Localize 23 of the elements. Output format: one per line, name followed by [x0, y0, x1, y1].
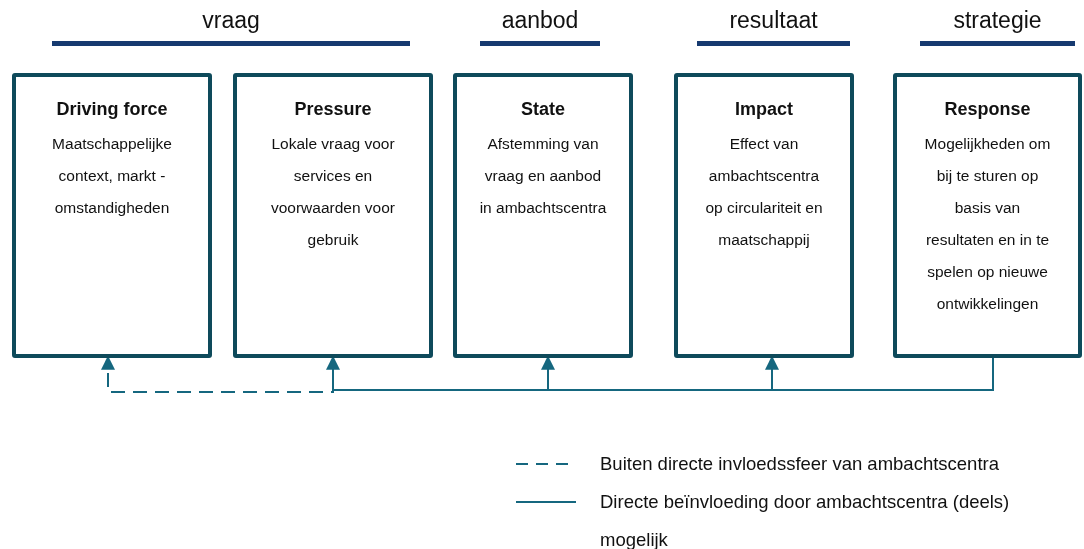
column-heading: strategie: [952, 7, 1043, 34]
box-heading: Impact: [734, 99, 794, 120]
process-box: [893, 73, 1082, 358]
arrow: [765, 355, 994, 391]
legend-text: Directe beïnvloeding door ambachtscentra (deels) mogelijk: [600, 490, 1011, 549]
box-description: Afstemming van vraag en aanbod in ambachtscentra: [479, 134, 607, 218]
process-box: [233, 73, 433, 358]
process-box: [453, 73, 633, 358]
box-description: Maatschappelijke context, markt - omstandigheden: [51, 134, 173, 218]
arrow: [101, 355, 334, 393]
box-description: Lokale vraag voor services en voorwaarden voor gebruik: [269, 134, 397, 250]
column-heading: vraag: [201, 7, 261, 34]
process-box: [12, 73, 212, 358]
box-description: Mogelijkheden om bij te sturen op basis van resultaten en in te spelen op nieuwe ontwikkelingen: [923, 134, 1052, 314]
box-heading: Pressure: [293, 99, 373, 120]
box-description: Effect van ambachtscentra op circulariteit en maatschappij: [704, 134, 824, 250]
box-heading: State: [520, 99, 566, 120]
column-heading: resultaat: [728, 7, 819, 34]
column-heading: aanbod: [500, 7, 580, 34]
box-heading: Response: [943, 99, 1032, 120]
box-heading: Driving force: [55, 99, 169, 120]
process-box: [674, 73, 854, 358]
legend-text: Buiten directe invloedssfeer van ambachtscentra: [600, 452, 1000, 476]
